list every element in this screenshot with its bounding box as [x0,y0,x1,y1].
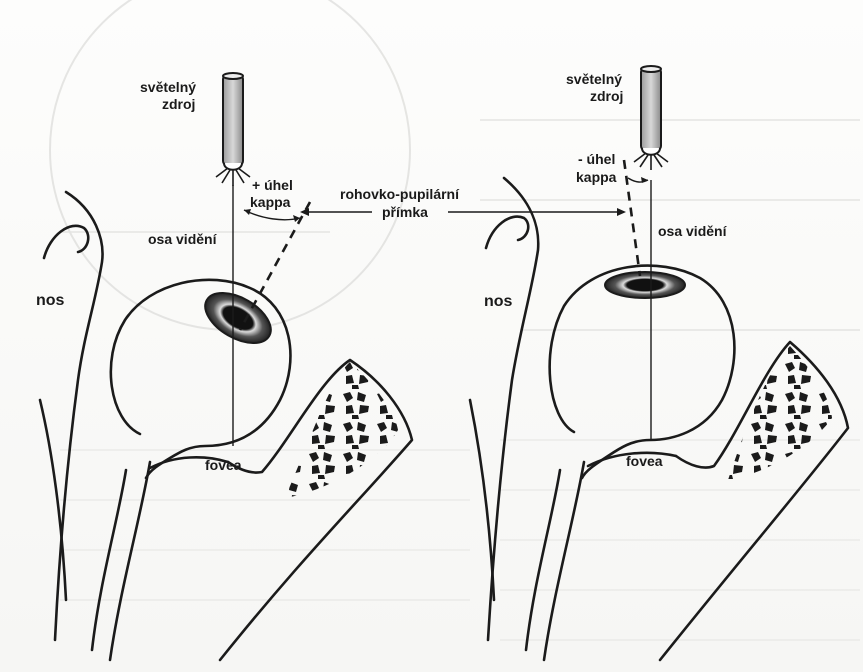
left-eyeball [111,280,291,478]
left-light-source-tube [223,75,243,165]
left-bone-texture [285,362,398,498]
left-visual-axis-label: osa vidění [148,231,218,247]
right-pupillary-line [624,160,640,276]
callout-arrow-right [617,208,626,216]
right-pupil [605,272,685,298]
callout-arrow-left [300,208,309,216]
left-light-source-label-2: zdroj [162,96,195,112]
right-angle-label-1: - úhel [578,151,615,167]
left-orbit-line-2 [110,462,150,660]
center-callout: rohovko-pupilární přímka [300,186,626,220]
right-kappa-arrow [641,177,648,183]
left-kappa-arc [244,210,300,220]
left-nose-label: nos [36,292,65,309]
right-fovea-label: fovea [626,453,663,469]
right-light-rays [634,153,668,170]
right-visual-axis-label: osa vidění [658,223,728,239]
left-nose-outline [55,192,103,640]
right-light-source-label-2: zdroj [590,88,623,104]
right-orbit-line [526,470,560,650]
right-nose-outline [488,178,538,640]
right-angle-label-2: kappa [576,169,617,185]
left-light-source-label-1: světelný [140,79,196,95]
right-cheek-inner [470,400,494,600]
left-orbit-line [92,470,126,650]
right-light-source-tube [641,68,661,150]
right-figure: světelný zdroj - úhel kappa osa vidění n… [470,66,848,660]
left-light-rays [216,168,250,186]
right-nose-label: nos [484,293,513,310]
right-orbit-line-2 [544,462,584,660]
left-fovea-label: fovea [205,457,242,473]
left-figure: světelný zdroj + úhel kappa osa vidění n… [36,73,412,660]
left-angle-label-2: kappa [250,194,291,210]
right-light-source-label-1: světelný [566,71,622,87]
right-nostril [486,217,528,248]
left-pupil [197,283,279,354]
left-angle-label-1: + úhel [252,177,293,193]
pupillary-line-label-1: rohovko-pupilární [340,186,460,202]
pupillary-line-label-2: přímka [382,204,428,220]
